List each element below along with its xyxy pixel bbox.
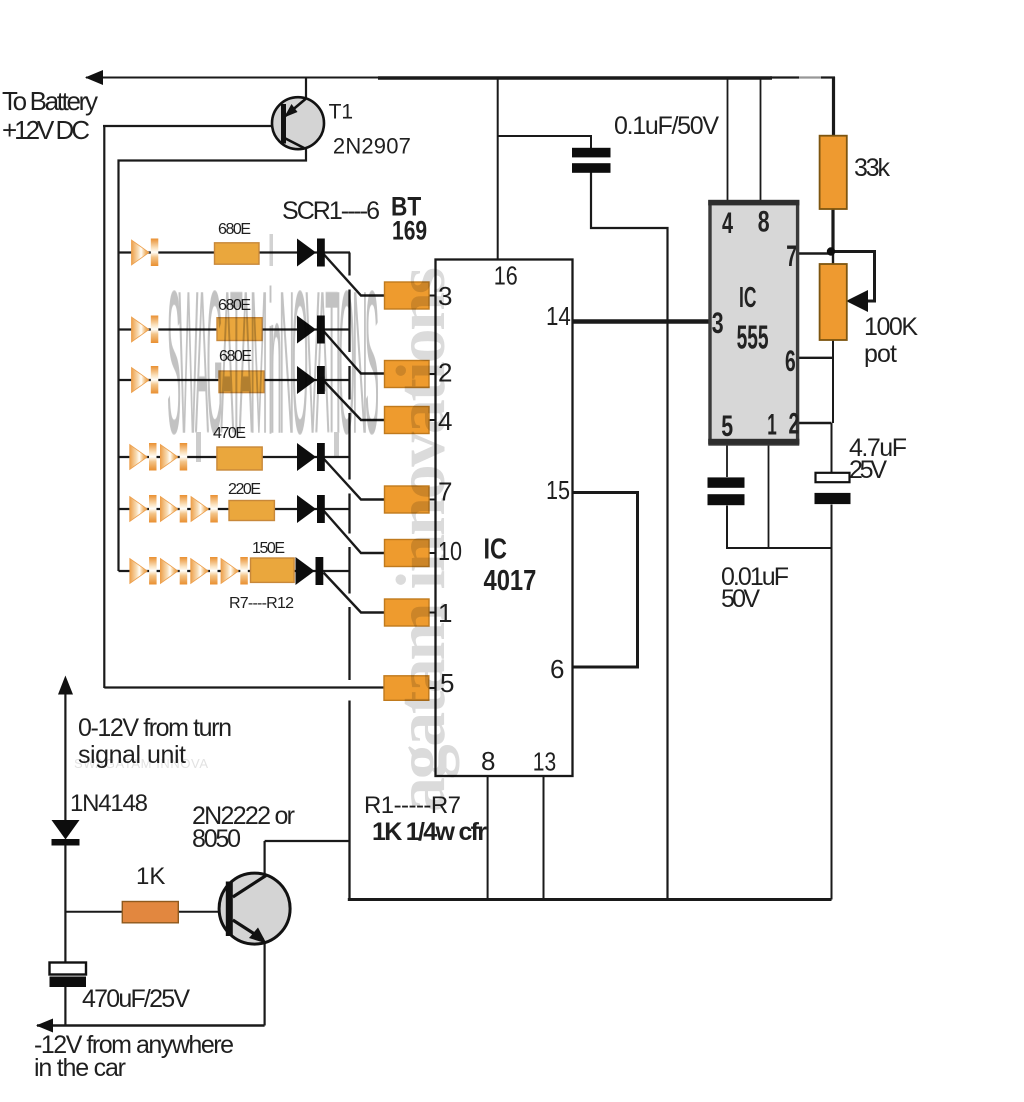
svg-text:7: 7 (786, 240, 797, 273)
svg-text:1K 1/4w cfr: 1K 1/4w cfr (372, 818, 487, 846)
svg-text:33k: 33k (854, 154, 891, 182)
svg-text:8: 8 (758, 204, 770, 239)
svg-text:150E: 150E (252, 540, 285, 557)
svg-text:0.01uF: 0.01uF (721, 563, 789, 591)
svg-text:5: 5 (721, 408, 733, 443)
svg-text:4: 4 (722, 207, 733, 240)
svg-text:100K: 100K (864, 313, 918, 341)
svg-text:16: 16 (494, 262, 518, 291)
svg-text:8: 8 (481, 746, 495, 776)
svg-text:To Battery: To Battery (2, 86, 98, 116)
svg-text:15: 15 (546, 476, 570, 505)
svg-text:SWAGATAM inNOVATIONS: SWAGATAM inNOVATIONS (167, 249, 379, 477)
svg-text:1: 1 (438, 598, 452, 628)
svg-text:0.1uF/50V: 0.1uF/50V (614, 112, 719, 140)
svg-text:2: 2 (789, 407, 800, 440)
svg-text:pot: pot (864, 340, 897, 368)
svg-text:8050: 8050 (192, 825, 241, 853)
svg-text:1: 1 (767, 409, 777, 442)
svg-text:SWAGATAM INNOVA: SWAGATAM INNOVA (74, 756, 208, 771)
svg-text:3: 3 (712, 305, 724, 340)
svg-text:4.7uF: 4.7uF (849, 434, 907, 462)
svg-text:T1: T1 (329, 101, 354, 124)
svg-text:3: 3 (438, 281, 452, 311)
svg-text:2N2907: 2N2907 (333, 134, 411, 159)
svg-text:555: 555 (737, 319, 769, 356)
svg-text:1N4148: 1N4148 (70, 790, 148, 817)
svg-text:2: 2 (438, 358, 452, 388)
svg-text:25V: 25V (849, 456, 887, 484)
svg-text:signal unit: signal unit (78, 741, 186, 769)
svg-text:169: 169 (392, 216, 427, 246)
svg-text:0-12V from turn: 0-12V from turn (78, 714, 232, 742)
svg-text:4: 4 (438, 406, 452, 436)
svg-text:13: 13 (533, 749, 556, 778)
svg-text:BT: BT (391, 192, 421, 222)
svg-text:in the car: in the car (34, 1054, 126, 1082)
svg-text:6: 6 (785, 345, 796, 378)
svg-text:680E: 680E (218, 221, 251, 238)
svg-text:IC: IC (739, 282, 756, 315)
svg-text:680E: 680E (218, 297, 251, 314)
svg-text:4017: 4017 (484, 564, 537, 597)
svg-text:470uF/25V: 470uF/25V (82, 985, 190, 1013)
svg-text:1K: 1K (136, 863, 165, 890)
svg-text:agatam innovations: agatam innovations (383, 267, 460, 812)
svg-text:-12V from anywhere: -12V from anywhere (34, 1031, 234, 1059)
svg-text:10: 10 (438, 537, 462, 566)
svg-text:5: 5 (440, 668, 454, 698)
svg-text:7: 7 (438, 477, 452, 507)
svg-text:680E: 680E (219, 348, 252, 365)
svg-text:SCR1----6: SCR1----6 (282, 197, 380, 225)
svg-text:2N2222 or: 2N2222 or (192, 802, 295, 830)
svg-text:R1-----R7: R1-----R7 (364, 792, 461, 819)
svg-text:IC: IC (484, 532, 507, 565)
svg-text:470E: 470E (213, 425, 246, 442)
svg-text:R7----R12: R7----R12 (229, 595, 294, 612)
svg-text:6: 6 (550, 654, 564, 684)
svg-text:14: 14 (546, 302, 571, 331)
svg-text:+12V DC: +12V DC (2, 115, 90, 145)
svg-text:220E: 220E (228, 481, 261, 498)
svg-text:50V: 50V (721, 585, 760, 613)
